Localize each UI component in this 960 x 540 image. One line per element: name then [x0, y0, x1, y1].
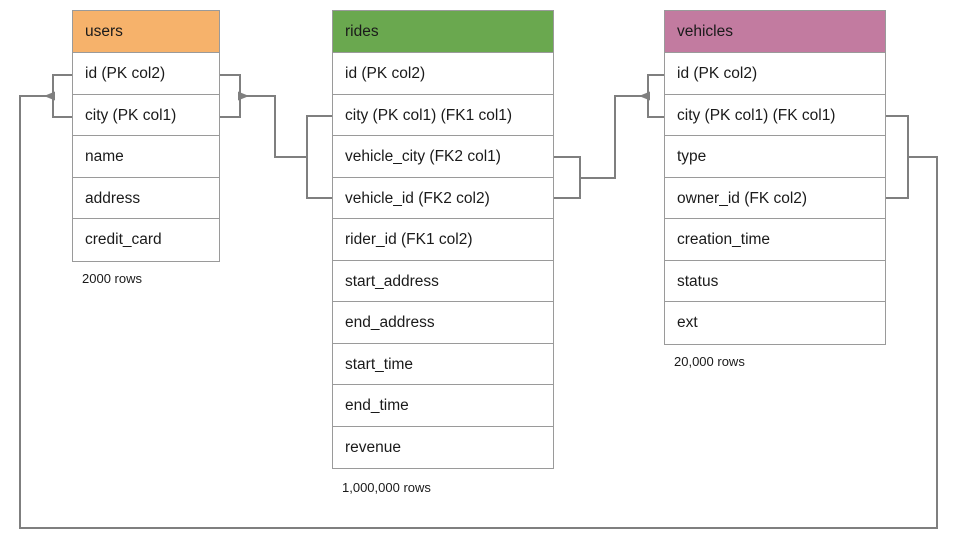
table-vehicles-column-ext[interactable]: ext: [665, 302, 885, 344]
table-users-row-count: 2000 rows: [82, 271, 142, 286]
table-rides-column-end-time[interactable]: end_time: [333, 385, 553, 427]
table-users-column-address[interactable]: address: [73, 177, 219, 219]
table-rides-column-end-address[interactable]: end_address: [333, 302, 553, 344]
table-vehicles[interactable]: vehicles id (PK col2) city (PK col1) (FK…: [664, 10, 886, 345]
table-vehicles-column-type[interactable]: type: [665, 136, 885, 178]
edge-rides-vehicle-to-vehicles[interactable]: [554, 74, 664, 199]
table-vehicles-row-count: 20,000 rows: [674, 354, 745, 369]
table-rides-column-vehicle-id[interactable]: vehicle_id (FK2 col2): [333, 177, 553, 219]
table-rides-column-city[interactable]: city (PK col1) (FK1 col1): [333, 94, 553, 136]
table-users-column-name[interactable]: name: [73, 136, 219, 178]
table-rides-column-start-time[interactable]: start_time: [333, 343, 553, 385]
table-rides-column-start-address[interactable]: start_address: [333, 260, 553, 302]
table-vehicles-column-status[interactable]: status: [665, 260, 885, 302]
table-rides-column-vehicle-city[interactable]: vehicle_city (FK2 col1): [333, 136, 553, 178]
table-rides-row-count: 1,000,000 rows: [342, 480, 431, 495]
table-rides[interactable]: rides id (PK col2) city (PK col1) (FK1 c…: [332, 10, 554, 469]
table-vehicles-column-id[interactable]: id (PK col2): [665, 53, 885, 95]
table-users-column-city[interactable]: city (PK col1): [73, 94, 219, 136]
table-vehicles-column-owner-id[interactable]: owner_id (FK col2): [665, 177, 885, 219]
edge-rides-rider-to-users[interactable]: [220, 74, 332, 199]
table-users[interactable]: users id (PK col2) city (PK col1) name a…: [72, 10, 220, 262]
table-rides-column-rider-id[interactable]: rider_id (FK1 col2): [333, 219, 553, 261]
table-vehicles-column-creation-time[interactable]: creation_time: [665, 219, 885, 261]
table-rides-title: rides: [333, 11, 553, 53]
table-users-title: users: [73, 11, 219, 53]
table-users-column-id[interactable]: id (PK col2): [73, 53, 219, 95]
table-rides-column-revenue[interactable]: revenue: [333, 426, 553, 468]
table-users-column-credit-card[interactable]: credit_card: [73, 219, 219, 261]
table-vehicles-title: vehicles: [665, 11, 885, 53]
table-rides-column-id[interactable]: id (PK col2): [333, 53, 553, 95]
table-vehicles-column-city[interactable]: city (PK col1) (FK col1): [665, 94, 885, 136]
